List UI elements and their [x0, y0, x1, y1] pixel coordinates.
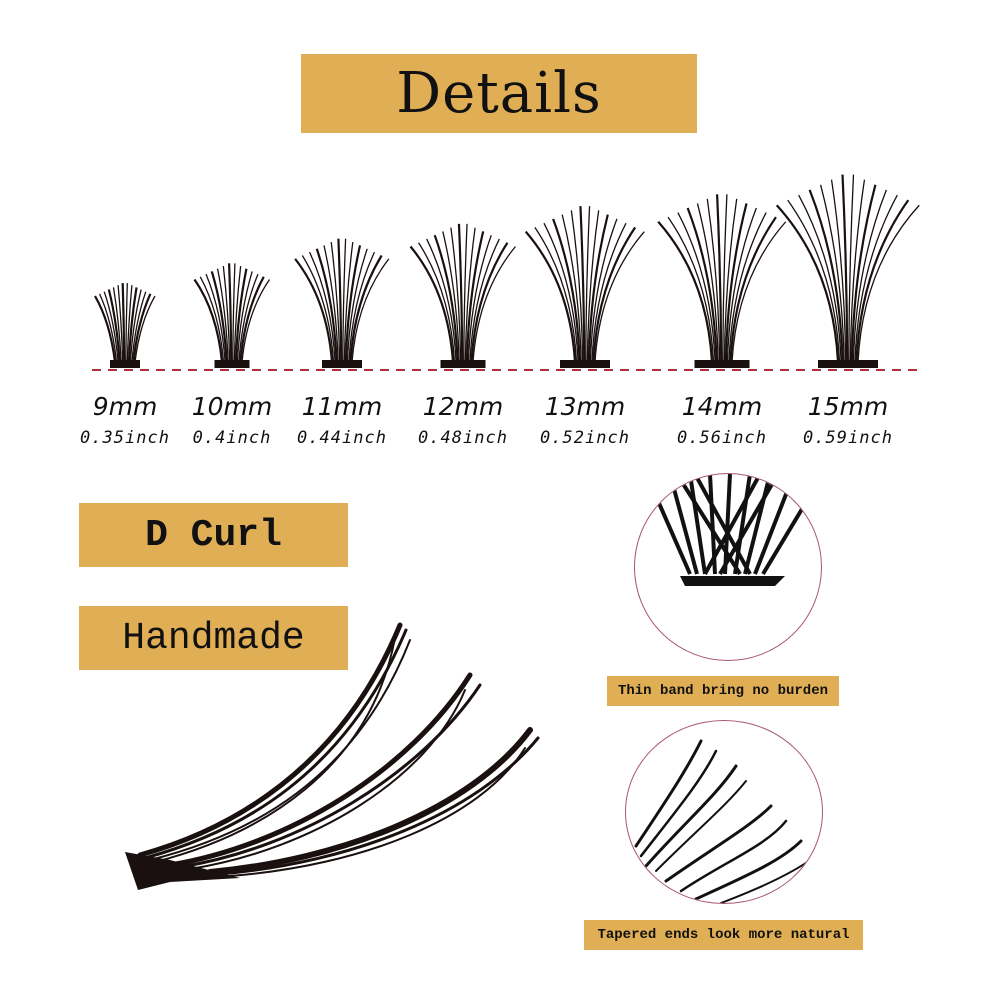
length-mm-label: 13mm — [544, 392, 626, 421]
lash-cluster-15mm — [775, 174, 920, 368]
length-inch-label: 0.52inch — [540, 428, 630, 448]
page-title: Details — [396, 61, 602, 126]
lash-cluster-10mm — [193, 263, 271, 368]
thin-band-closeup-image — [634, 473, 822, 661]
tapered-ends-closeup-image — [625, 720, 823, 904]
lash-cluster-side-view-image — [125, 622, 540, 890]
d-curl-text: D Curl — [145, 513, 282, 557]
handmade-label: Handmade — [79, 606, 348, 670]
lash-length-chart — [92, 174, 922, 371]
lash-cluster-14mm — [657, 194, 787, 368]
tapered-ends-caption: Tapered ends look more natural — [584, 920, 863, 950]
details-title-banner: Details — [301, 54, 697, 133]
lash-band — [125, 852, 240, 890]
thin-band-caption: Thin band bring no burden — [607, 676, 839, 706]
length-inch-label: 0.48inch — [418, 428, 508, 448]
length-mm-label: 14mm — [681, 392, 763, 421]
thin-band-caption-text: Thin band bring no burden — [617, 683, 829, 699]
lash-cluster-13mm — [524, 206, 645, 368]
length-mm-label: 9mm — [92, 392, 158, 421]
length-inch-label: 0.44inch — [297, 428, 387, 448]
d-curl-label: D Curl — [79, 503, 348, 567]
length-mm-label: 11mm — [301, 392, 383, 421]
length-mm-label: 15mm — [807, 392, 889, 421]
length-mm-label: 12mm — [422, 392, 504, 421]
length-inch-label: 0.56inch — [677, 428, 767, 448]
lash-cluster-11mm — [294, 238, 390, 368]
lash-cluster-9mm — [94, 283, 156, 368]
tapered-ends-caption-text: Tapered ends look more natural — [597, 927, 850, 943]
handmade-text: Handmade — [122, 616, 305, 660]
lash-cluster-12mm — [409, 223, 517, 368]
length-inch-label: 0.35inch — [80, 428, 170, 448]
length-inch-label: 0.4inch — [192, 428, 272, 448]
length-mm-label: 10mm — [191, 392, 273, 421]
thin-band — [680, 576, 785, 586]
length-inch-label: 0.59inch — [803, 428, 893, 448]
